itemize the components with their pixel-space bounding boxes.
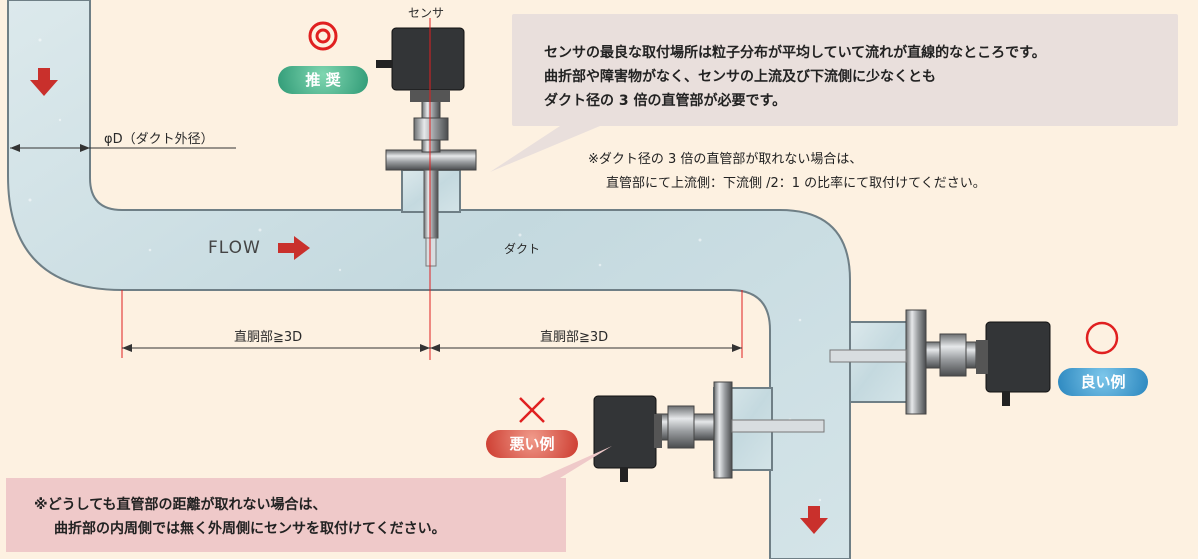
sensor-head-top [391,27,465,91]
duct-label: ダクト [504,242,541,256]
badge-recommended: 推 奨 [278,66,368,94]
note-top-line-1: ※ダクト径の 3 倍の直管部が取れない場合は、 [588,152,863,167]
double-circle-mark [308,21,338,51]
straight-section-label-1: 直胴部≧3D [234,330,303,345]
note-top-line-2: 直管部にて上流側：下流側 /2：1 の比率にて取付けてください。 [606,176,986,191]
duct-diameter-label: φD（ダクト外径） [104,132,214,147]
callout-top-line-1: センサの最良な取付場所は粒子分布が平均していて流れが直線的なところです。 [544,45,1046,61]
callout-top-line-2: 曲折部や障害物がなく、センサの上流及び下流側に少なくとも [544,69,936,85]
arrow-right-flow [278,236,310,260]
arrow-down-bottom [800,506,828,534]
arrow-down-top [30,68,58,96]
sensor-label: センサ [408,6,445,20]
callout-bottom-line-1: ※どうしても直管部の距離が取れない場合は、 [34,497,327,513]
callout-bottom-line-2: 曲折部の内周側では無く外周側にセンサを取付けてください。 [54,521,446,537]
outer-side-callout: ※どうしても直管部の距離が取れない場合は、 曲折部の内周側では無く外周側にセンサ… [6,478,566,552]
badge-good: 良い例 [1058,368,1148,396]
straight-section-label-2: 直胴部≧3D [540,330,609,345]
flow-label: FLOW [208,238,261,258]
callout-top-line-3: ダクト径の 3 倍の直管部が必要です。 [544,93,787,109]
flange-top [385,149,477,171]
badge-bad: 悪い例 [486,430,578,458]
duct [7,0,851,559]
best-location-callout: センサの最良な取付場所は粒子分布が平均していて流れが直線的なところです。 曲折部… [512,14,1178,126]
circle-mark [1085,321,1119,355]
